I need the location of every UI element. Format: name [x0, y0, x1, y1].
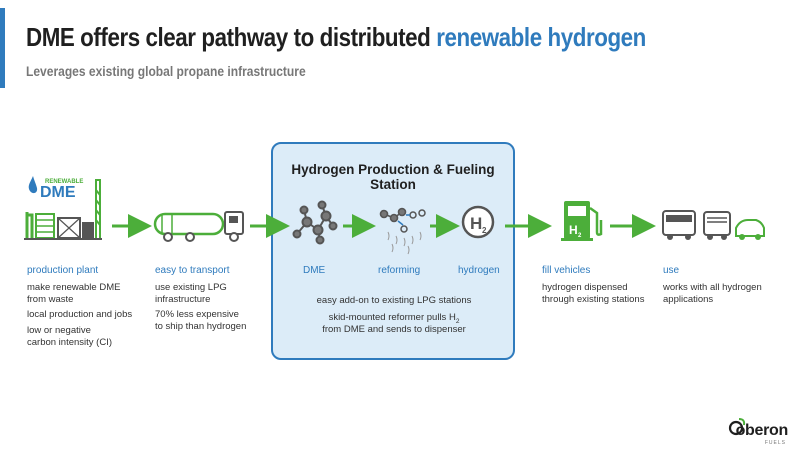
- transport-line-2: infrastructure: [155, 293, 211, 305]
- pump-h-symbol: H: [569, 223, 578, 237]
- fill-label: fill vehicles: [542, 265, 591, 276]
- pump-h-sub: 2: [578, 233, 582, 239]
- transport-line-3: 70% less expensive: [155, 309, 239, 320]
- use-line-2: applications: [663, 293, 714, 305]
- vehicles-icon: [662, 210, 765, 240]
- dme-label: DME: [303, 265, 326, 276]
- station-note-1: easy add-on to existing LPG stations: [316, 295, 472, 306]
- production-plant-icon: RENEWABLE DME: [24, 176, 102, 240]
- use-desc: works with all hydrogen applications: [663, 282, 762, 305]
- fill-line-1: hydrogen dispensed: [542, 282, 628, 293]
- page-title: DME offers clear pathway to distributed …: [26, 22, 646, 53]
- station-note-3: from DME and sends to dispenser: [322, 324, 466, 335]
- production-desc-3: low or negative carbon intensity (CI): [27, 325, 112, 348]
- title-highlight: renewable hydrogen: [436, 22, 646, 52]
- station-note-2-sub: 2: [455, 317, 460, 325]
- use-line-1: works with all hydrogen: [663, 282, 762, 293]
- station-title: Hydrogen Production & Fueling Station: [291, 162, 495, 192]
- h2-symbol: H: [470, 214, 482, 233]
- h2-sub: 2: [482, 226, 487, 235]
- transport-desc-1: use existing LPG infrastructure: [155, 282, 227, 305]
- fill-desc: hydrogen dispensed through existing stat…: [542, 282, 644, 305]
- fuel-pump-icon: H 2: [561, 201, 603, 241]
- transport-desc-2: 70% less expensive to ship than hydrogen: [155, 309, 246, 332]
- transport-line-1: use existing LPG: [155, 282, 227, 293]
- production-line-4: low or negative: [27, 325, 91, 336]
- hydrogen-label: hydrogen: [458, 265, 500, 276]
- hydrogen-icon: H 2: [461, 205, 495, 239]
- transport-label: easy to transport: [155, 265, 230, 276]
- brand-logo: oberon FUELS: [735, 422, 789, 446]
- dme-logo-big: DME: [40, 184, 76, 201]
- reforming-label: reforming: [378, 265, 421, 276]
- transport-line-4: to ship than hydrogen: [155, 320, 247, 332]
- production-line-2: from waste: [27, 293, 74, 305]
- fill-line-2: through existing stations: [542, 293, 645, 305]
- station-note-2: skid-mounted reformer pulls H2: [275, 312, 513, 327]
- oberon-logo-icon: [728, 418, 746, 436]
- production-label: production plant: [27, 265, 99, 276]
- reforming-icon: [379, 207, 426, 255]
- production-line-5: carbon intensity (CI): [27, 336, 113, 348]
- station-box: Hydrogen Production & Fueling Station: [271, 142, 515, 360]
- tanker-truck-icon: [153, 211, 244, 242]
- production-line-3: local production and jobs: [27, 309, 133, 320]
- page-subtitle: Leverages existing global propane infras…: [26, 63, 306, 79]
- station-note-2-text: skid-mounted reformer pulls H: [328, 312, 456, 323]
- drop-icon: [28, 176, 38, 194]
- dme-molecule-icon: [292, 200, 338, 245]
- production-desc-1: make renewable DME from waste: [27, 282, 120, 305]
- brand-name: oberon: [735, 422, 789, 439]
- accent-bar: [0, 8, 5, 88]
- title-main: DME offers clear pathway to distributed: [26, 22, 437, 52]
- production-line-1: make renewable DME: [27, 282, 121, 293]
- production-desc-2: local production and jobs: [27, 309, 132, 321]
- brand-sub: FUELS: [764, 440, 786, 446]
- use-label: use: [663, 265, 680, 276]
- dme-logo-small: RENEWABLE: [45, 179, 83, 185]
